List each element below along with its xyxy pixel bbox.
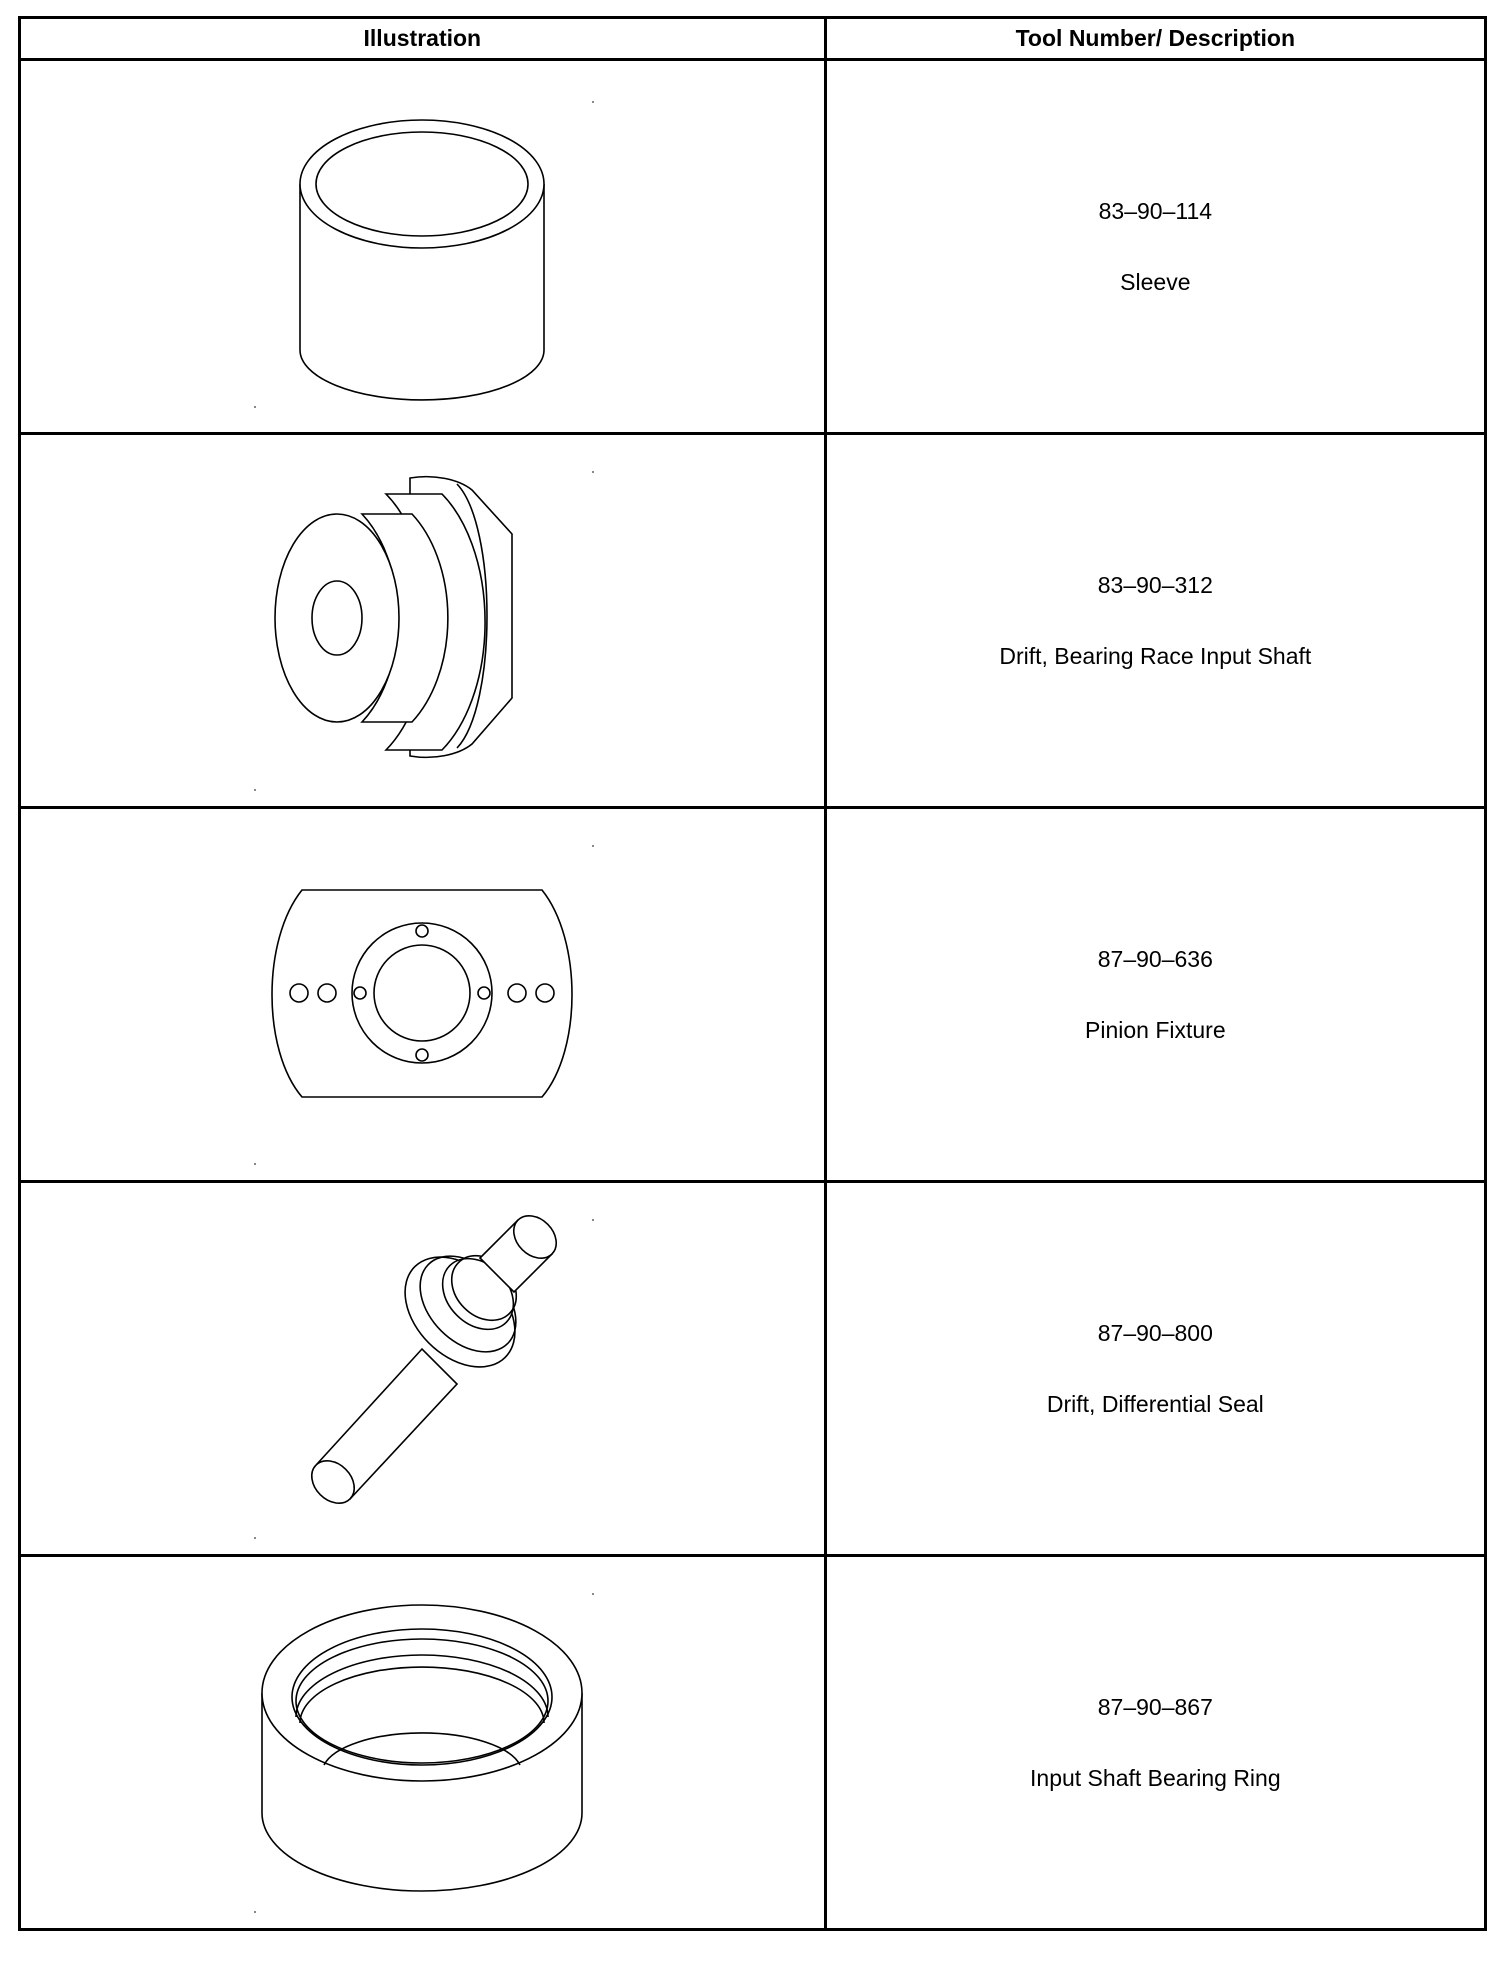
tool-number: 87–90–867 [1097, 1693, 1213, 1720]
table-header-row: Illustration Tool Number/ Description [18, 16, 1488, 61]
tool-number: 87–90–800 [1097, 1319, 1213, 1346]
table-row: 87–90–800 Drift, Differential Seal [18, 1180, 1488, 1557]
illustration-cell [18, 58, 827, 435]
tool-number: 83–90–114 [1098, 197, 1213, 224]
tool-number: 87–90–636 [1097, 945, 1213, 972]
differential-seal-drift-icon [311, 1214, 558, 1504]
illustration-cell [18, 1180, 827, 1557]
special-tools-table: Illustration Tool Number/ Description 83… [18, 16, 1488, 1931]
tool-description: Sleeve [1120, 268, 1191, 295]
table-row: 83–90–312 Drift, Bearing Race Input Shaf… [18, 432, 1488, 809]
table-row: 87–90–867 Input Shaft Bearing Ring [18, 1554, 1488, 1931]
pinion-fixture-icon [271, 888, 574, 1098]
tool-description: Input Shaft Bearing Ring [1030, 1764, 1281, 1791]
tool-number: 83–90–312 [1097, 571, 1213, 598]
sleeve-icon [299, 118, 546, 401]
header-illustration: Illustration [18, 16, 827, 61]
illustration-cell [18, 806, 827, 1183]
bearing-ring-icon [261, 1603, 584, 1892]
table-row: 87–90–636 Pinion Fixture [18, 806, 1488, 1183]
illustration-cell [18, 432, 827, 809]
description-cell: 83–90–312 Drift, Bearing Race Input Shaf… [823, 432, 1488, 809]
tool-description: Drift, Bearing Race Input Shaft [999, 642, 1312, 669]
tool-description: Pinion Fixture [1085, 1016, 1226, 1043]
description-cell: 87–90–867 Input Shaft Bearing Ring [823, 1554, 1488, 1931]
description-cell: 87–90–636 Pinion Fixture [823, 806, 1488, 1183]
bearing-race-drift-icon [274, 475, 514, 758]
description-cell: 83–90–114 Sleeve [823, 58, 1488, 435]
illustration-cell [18, 1554, 827, 1931]
tool-description: Drift, Differential Seal [1046, 1390, 1264, 1417]
header-tool-number-description: Tool Number/ Description [823, 16, 1488, 61]
table-row: 83–90–114 Sleeve [18, 58, 1488, 435]
description-cell: 87–90–800 Drift, Differential Seal [823, 1180, 1488, 1557]
